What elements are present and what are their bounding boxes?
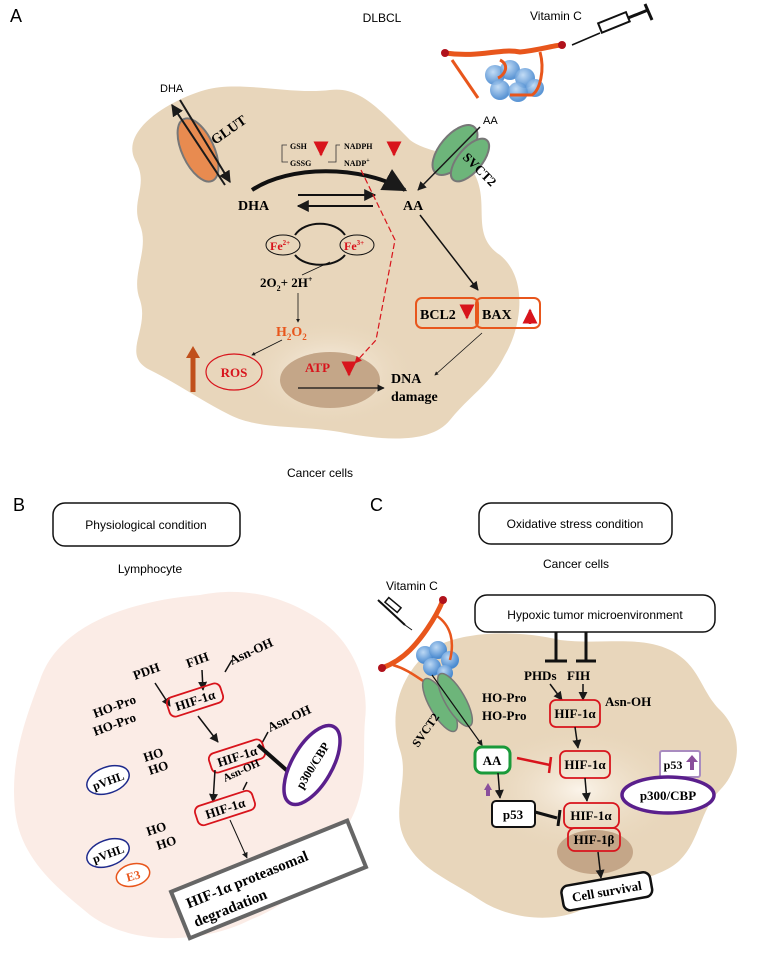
fe3-label: Fe3+ (344, 239, 364, 253)
ho-label-3: HO (144, 818, 168, 839)
e3-node (115, 862, 151, 888)
gsh-label: GSH (290, 142, 308, 151)
hypoxic-box (474, 594, 716, 633)
panel-a-caption: Cancer cells (287, 466, 353, 480)
physiological-condition-label: Physiological condition (85, 518, 206, 532)
vitamin-c-label-c: Vitamin C (386, 579, 438, 593)
ho-label-2: HO (146, 757, 170, 778)
nadph-label: NADPH (344, 142, 373, 151)
physiological-condition-box (52, 502, 241, 547)
pvhl-node-1 (86, 764, 130, 796)
aa-outside-label: AA (483, 115, 498, 127)
atp-label: ATP (305, 360, 330, 375)
aa-node-c (473, 745, 512, 775)
dha-inside-label: DHA (238, 199, 270, 214)
liposome-icon (441, 41, 566, 102)
panel-a: A DLBCL GLUT DHA Vitamin C (10, 3, 654, 480)
lymphocyte-label: Lymphocyte (118, 562, 183, 576)
gssg-label: GSSG (290, 159, 311, 168)
iron-cycle: Fe2+ Fe3+ (265, 222, 375, 276)
vitamin-c-label-a: Vitamin C (530, 9, 582, 23)
hif1b-label-c: HIF-1β (574, 832, 615, 847)
dha-outside-label: DHA (160, 83, 184, 95)
oxidative-stress-box (478, 502, 673, 545)
nucleus-c (557, 830, 633, 874)
e3-label: E3 (125, 867, 142, 884)
bax-label: BAX (482, 308, 512, 323)
damage-label: damage (391, 390, 438, 405)
pvhl-node-2 (86, 837, 130, 869)
hypoxic-label: Hypoxic tumor microenvironment (507, 608, 683, 622)
fih-label-c: FIH (567, 668, 590, 683)
cell-survival-box: Cell survival (560, 871, 654, 912)
p53-label-c: p53 (503, 807, 524, 822)
panel-b: B Physiological condition Lymphocyte PDH… (13, 495, 369, 941)
panel-c: C Oxidative stress condition Cancer cell… (370, 495, 737, 918)
cancer-cells-label-c: Cancer cells (543, 557, 609, 571)
hif1a-label-c1: HIF-1α (554, 706, 596, 721)
ros-label: ROS (221, 365, 248, 380)
bcl2-label: BCL2 (420, 308, 456, 323)
p300-cbp-label-c: p300/CBP (640, 788, 696, 803)
asn-oh-label-c: Asn-OH (605, 694, 651, 709)
oxidative-stress-label: Oxidative stress condition (507, 517, 644, 531)
h2o2-label: H2O2 (276, 325, 307, 342)
p53-up-label: p53 (664, 758, 683, 772)
aa-up-arrow-icon (484, 783, 492, 796)
ho-label-4: HO (154, 832, 178, 853)
panel-a-letter: A (10, 6, 22, 26)
fe2-label: Fe2+ (270, 239, 290, 253)
nadp-label: NADP+ (344, 158, 370, 168)
ho-label-1: HO (141, 744, 165, 765)
panel-c-letter: C (370, 495, 383, 515)
p300-cbp-node-c (620, 775, 716, 815)
panel-b-letter: B (13, 495, 25, 515)
ho-pro-label-c2: HO-Pro (482, 708, 527, 723)
bax-box (475, 297, 541, 329)
p53-up-arrow-icon (686, 755, 698, 770)
dna-label: DNA (391, 372, 422, 387)
hif1a-label-c3: HIF-1α (570, 808, 612, 823)
panel-a-title: DLBCL (363, 11, 402, 25)
ros-circle (205, 353, 263, 391)
atp-dashed-path (354, 169, 396, 364)
ho-pro-label-c1: HO-Pro (482, 690, 527, 705)
syringe-icon (571, 3, 654, 46)
o2-label: 2O2+ 2H+ (260, 275, 313, 293)
aa-inside-label: AA (403, 199, 424, 214)
syringe-icon-c (377, 596, 413, 631)
p300-cbp-node-b (282, 723, 342, 807)
bcl2-box (415, 297, 479, 329)
hif1b-node-c (567, 827, 621, 852)
fih-label: FIH (184, 649, 211, 671)
hif1a-label-c2: HIF-1α (564, 757, 606, 772)
aa-label-c: AA (483, 753, 502, 768)
redox-cycle: GSH GSSG NADPH NADP+ (281, 141, 402, 168)
p53-node-c (491, 800, 536, 828)
phds-label: PHDs (524, 668, 557, 683)
